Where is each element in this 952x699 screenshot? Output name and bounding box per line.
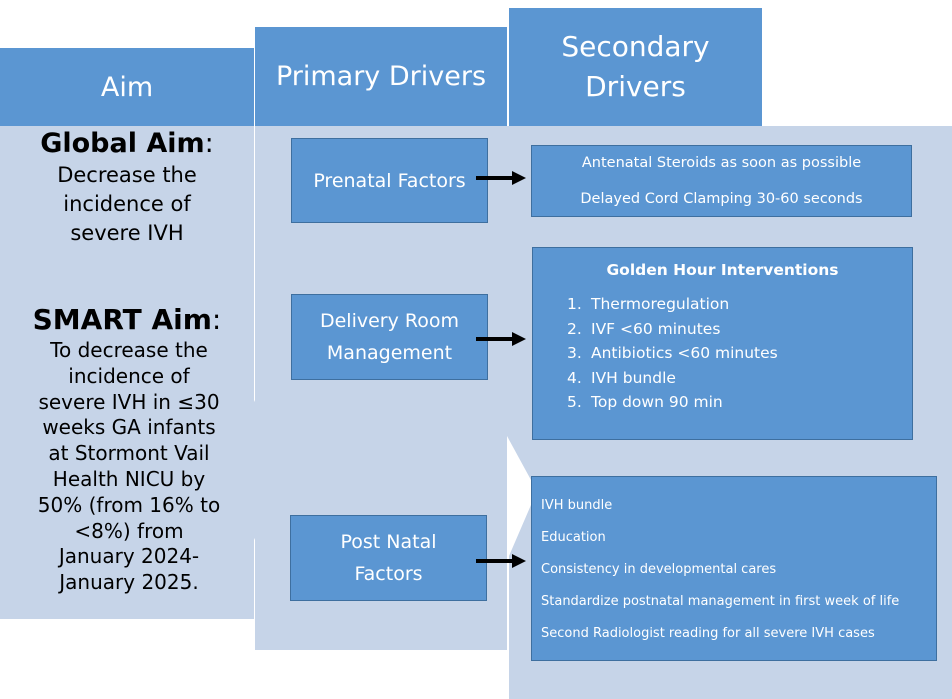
list-item: 4. IVH bundle <box>567 368 676 387</box>
global-aim-title: Global Aim <box>40 128 205 159</box>
list-item: 5. Top down 90 min <box>567 393 723 411</box>
secondary-prenatal-box: Antenatal Steroids as soon as possible D… <box>531 145 912 217</box>
primary-driver-prenatal: Prenatal Factors <box>291 138 488 223</box>
smart-aim-text: To decrease the incidence of severe IVH … <box>37 338 221 595</box>
arrow-post-natal <box>476 554 526 568</box>
aim-header: Aim <box>0 48 254 126</box>
secondary-item: Antenatal Steroids as soon as possible <box>581 155 862 171</box>
list-item: Consistency in developmental cares <box>541 562 777 577</box>
aim-column-bg <box>0 126 254 619</box>
list-item: Second Radiologist reading for all sever… <box>541 626 875 641</box>
arrow-prenatal <box>476 171 526 185</box>
primary-driver-post-natal: Post Natal Factors <box>290 515 487 601</box>
smart-aim-block: SMART Aim: To decrease the incidence of … <box>0 302 280 596</box>
secondary-post-natal-box: IVH bundle Education Consistency in deve… <box>531 476 937 661</box>
list-item: Education <box>541 530 606 545</box>
aim-chevron <box>254 400 288 540</box>
secondary-golden-hour-box: Golden Hour Interventions 1. Thermoregul… <box>532 247 913 440</box>
list-item: Standardize postnatal management in firs… <box>541 594 900 609</box>
global-aim-text: Decrease the incidence of severe IVH <box>57 163 197 245</box>
list-item: 2. IVF <60 minutes <box>567 319 721 338</box>
smart-aim-title: SMART Aim <box>32 303 212 336</box>
list-item: 1. Thermoregulation <box>567 295 730 313</box>
secondary-item: Delayed Cord Clamping 30-60 seconds <box>580 191 863 207</box>
arrow-delivery-room <box>476 332 526 346</box>
primary-header: Primary Drivers <box>255 27 507 126</box>
secondary-header: Secondary Drivers <box>509 8 762 126</box>
golden-hour-title: Golden Hour Interventions <box>606 261 839 279</box>
list-item: 3. Antibiotics <60 minutes <box>567 344 778 362</box>
primary-driver-delivery-room: Delivery Room Management <box>291 294 488 380</box>
global-aim-block: Global Aim: Decrease the incidence of se… <box>0 126 254 248</box>
list-item: IVH bundle <box>541 498 613 513</box>
